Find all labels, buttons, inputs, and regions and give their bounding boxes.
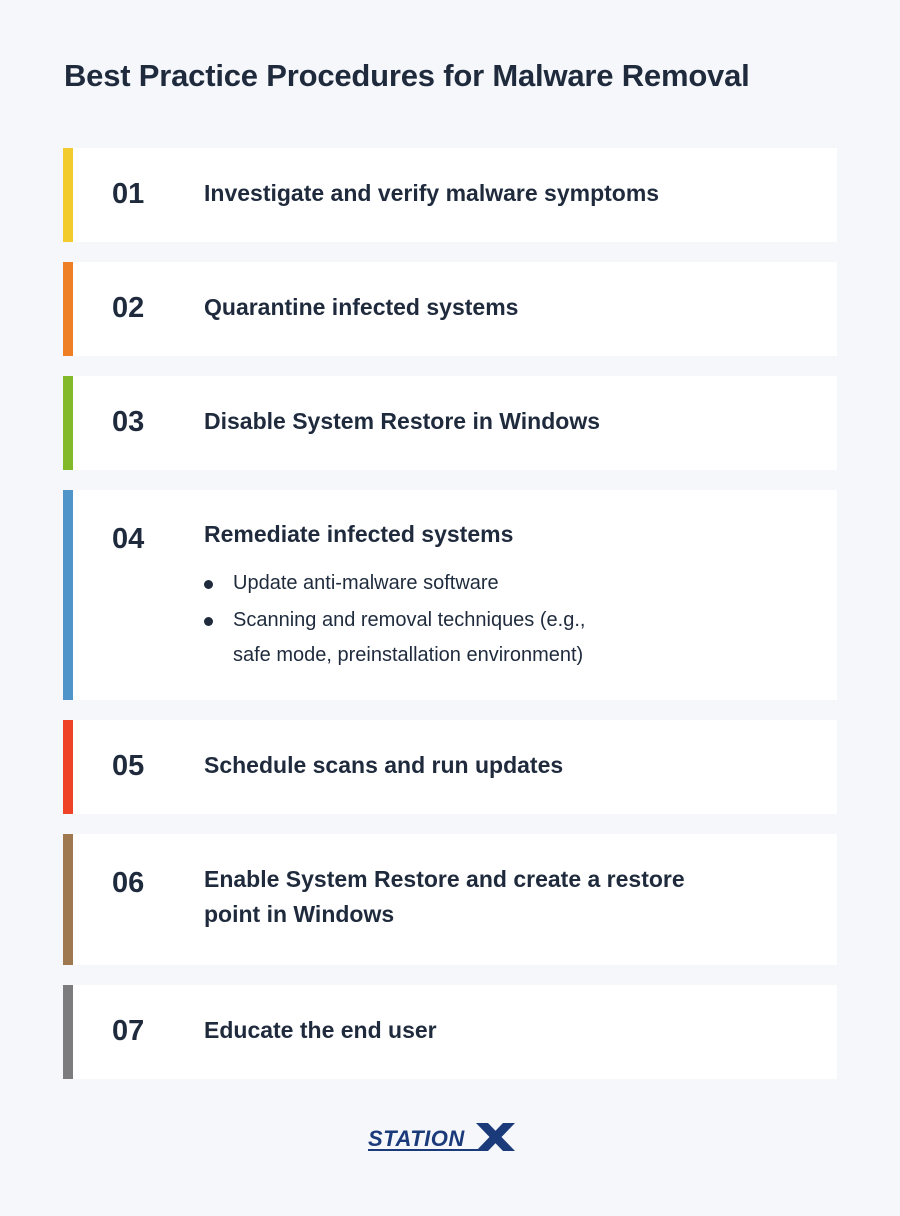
step-number: 07	[112, 1015, 145, 1047]
step-color-bar	[63, 720, 73, 814]
step-text: Enable System Restore and create a resto…	[204, 862, 685, 932]
step-color-bar	[63, 148, 73, 242]
step-text: Schedule scans and run updates	[204, 752, 564, 778]
step-card-07: 07 Educate the end user	[63, 985, 837, 1079]
bullet-dot-icon	[204, 617, 213, 626]
bullet-text: Scanning and removal techniques (e.g.,	[233, 609, 586, 631]
step-card-02: 02 Quarantine infected systems	[63, 262, 837, 356]
bullet-dot-icon	[204, 580, 213, 589]
bullet-list: Update anti-malware software Scanning an…	[204, 566, 585, 673]
step-card-03: 03 Disable System Restore in Windows	[63, 376, 837, 470]
step-color-bar	[63, 262, 73, 356]
bullet-item-continued: safe mode, preinstallation environment)	[204, 638, 585, 673]
step-text: Quarantine infected systems	[204, 294, 519, 320]
stationx-logo: STATION	[368, 1118, 518, 1154]
step-number: 04	[112, 523, 145, 555]
step-number: 06	[112, 867, 145, 899]
bullet-item: Update anti-malware software	[204, 566, 585, 601]
step-text: Disable System Restore in Windows	[204, 408, 601, 434]
step-color-bar	[63, 490, 73, 700]
step-text-line: point in Windows	[204, 901, 395, 927]
step-color-bar	[63, 985, 73, 1079]
stationx-logo-icon: STATION	[368, 1123, 515, 1151]
page-title: Best Practice Procedures for Malware Rem…	[64, 58, 750, 93]
step-text: Remediate infected systems	[204, 521, 514, 547]
step-text: Investigate and verify malware symptoms	[204, 180, 660, 206]
step-number: 01	[112, 178, 145, 210]
step-card-01: 01 Investigate and verify malware sympto…	[63, 148, 837, 242]
step-text-line: Enable System Restore and create a resto…	[204, 866, 685, 892]
bullet-item: Scanning and removal techniques (e.g.,	[204, 603, 585, 638]
step-card-04: 04 Remediate infected systems Update ant…	[63, 490, 837, 700]
step-number: 02	[112, 292, 145, 324]
step-color-bar	[63, 376, 73, 470]
step-card-06: 06 Enable System Restore and create a re…	[63, 834, 837, 965]
bullet-text: safe mode, preinstallation environment)	[233, 644, 584, 666]
step-number: 03	[112, 406, 145, 438]
step-text: Educate the end user	[204, 1017, 437, 1043]
step-card-05: 05 Schedule scans and run updates	[63, 720, 837, 814]
step-color-bar	[63, 834, 73, 965]
bullet-text: Update anti-malware software	[233, 572, 499, 594]
step-number: 05	[112, 750, 145, 782]
svg-text:STATION: STATION	[368, 1126, 465, 1151]
